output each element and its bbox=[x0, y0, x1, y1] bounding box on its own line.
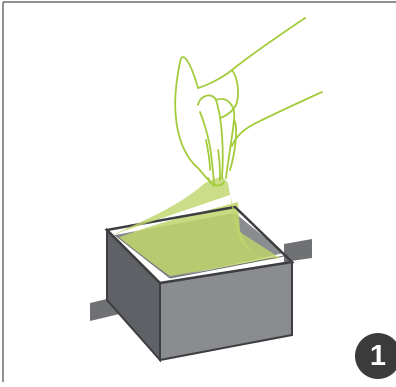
hand-thumb bbox=[174, 56, 215, 187]
hand-wrist-top bbox=[197, 17, 306, 89]
film-surface bbox=[118, 202, 280, 276]
hand-palm bbox=[219, 69, 239, 119]
film-icon bbox=[112, 176, 280, 258]
box-inner-edge-2 bbox=[169, 255, 285, 279]
pipe-right bbox=[284, 239, 312, 262]
box-inner-edge bbox=[114, 234, 171, 279]
hand-fingertip bbox=[207, 177, 225, 187]
hand-finger-4 bbox=[229, 119, 237, 171]
hand-knuckle-b bbox=[217, 149, 221, 181]
hand-knuckle-a bbox=[205, 139, 211, 171]
box-icon bbox=[104, 202, 295, 363]
hand-wrist-bottom bbox=[231, 91, 323, 147]
box-rim bbox=[104, 205, 295, 285]
step-number-badge: 1 bbox=[355, 333, 396, 379]
hand-icon bbox=[174, 17, 323, 187]
hand-finger-2 bbox=[199, 111, 215, 187]
box-front-face bbox=[159, 260, 293, 362]
